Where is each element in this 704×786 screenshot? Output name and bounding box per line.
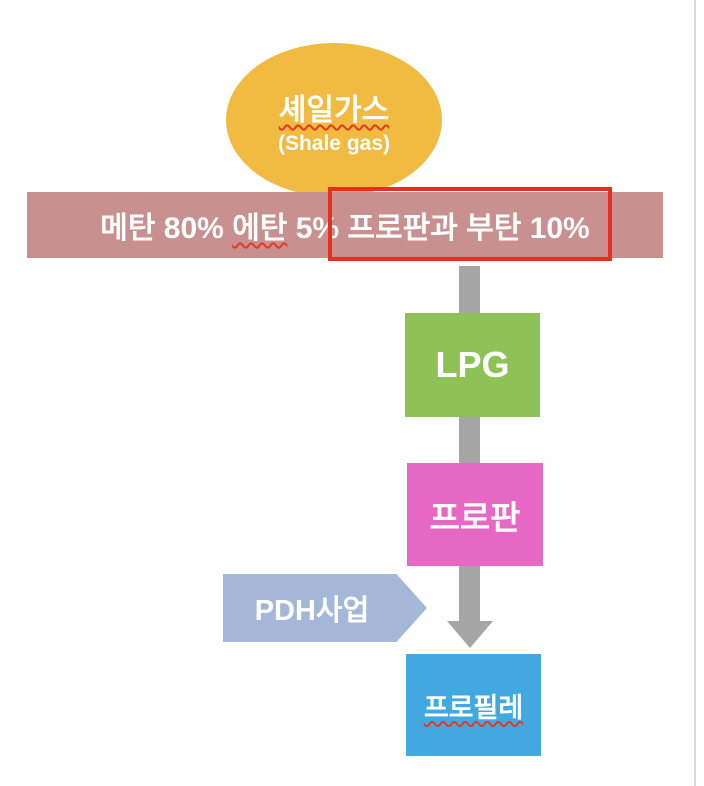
shale-gas-title: 셰일가스 [278,94,390,127]
propylene-label: 프로필레 [423,692,524,723]
page-edge-line [694,0,696,786]
propane-label: 프로판 [429,498,521,536]
shale-gas-subtitle: (Shale gas) [277,132,391,155]
composition-text-ethane: 에탄 [232,212,288,245]
lpg-node: LPG [405,313,540,417]
lpg-label: LPG [435,344,510,385]
propylene-node: 프로필레 [406,654,541,756]
propane-node: 프로판 [407,463,543,566]
highlight-rectangle [328,187,612,261]
shale-gas-node: 셰일가스 (Shale gas) [226,43,442,197]
pdh-business-arrow: PDH사업 [223,574,427,642]
pdh-business-label: PDH사업 [254,595,370,627]
composition-text-methane: 메탄 80% [100,212,233,245]
gas-composition-bar: 메탄 80% 에탄 5% 프로판과 부탄 10% [27,192,663,258]
down-arrow-head-icon [447,621,493,648]
